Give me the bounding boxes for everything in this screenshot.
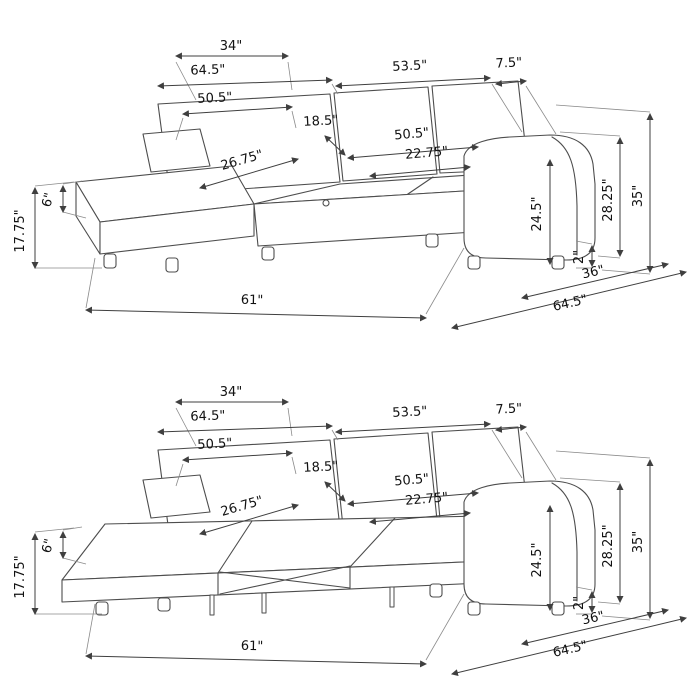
dim-label-61: 61" bbox=[241, 293, 264, 308]
dim-label-22-75: 22.75" bbox=[405, 144, 449, 163]
dim-label-50-5-top: 50.5" bbox=[197, 90, 233, 107]
metal-leg bbox=[389, 586, 395, 608]
dimension-line-36 bbox=[520, 261, 670, 301]
leg bbox=[261, 246, 275, 261]
right-arm-scroll-line bbox=[551, 136, 578, 256]
extension-line bbox=[597, 255, 621, 259]
chaise-front-face bbox=[99, 203, 255, 255]
dimension-line-26-75 bbox=[198, 157, 300, 190]
sofa-legs bbox=[103, 233, 565, 273]
bed-drawing bbox=[61, 426, 596, 616]
dim-label-53-5: 53.5" bbox=[392, 58, 428, 75]
bed-panel-divider bbox=[217, 520, 253, 574]
bed-legs bbox=[95, 583, 565, 616]
leg bbox=[425, 233, 439, 248]
extension-line bbox=[287, 61, 293, 91]
sofa-drawing bbox=[75, 80, 596, 273]
dim-label-17-75: 17.75" bbox=[13, 209, 28, 252]
dim-label-64-5-depth: 64.5" bbox=[552, 292, 589, 314]
extension-line bbox=[175, 117, 184, 141]
seat-divider-line bbox=[404, 176, 434, 197]
leg bbox=[467, 255, 481, 270]
extension-line bbox=[425, 247, 465, 315]
leg bbox=[103, 253, 117, 269]
dimension-line-53-5 bbox=[334, 74, 492, 90]
extension-line bbox=[559, 131, 621, 137]
dimension-line-50-5-seat bbox=[346, 144, 480, 161]
chaise-arm-cushion bbox=[142, 128, 211, 173]
dim-label-24-5: 24.5" bbox=[530, 197, 545, 232]
extension-line bbox=[85, 257, 96, 309]
extension-line bbox=[34, 181, 75, 187]
dim-label-50-5-seat: 50.5" bbox=[394, 126, 430, 144]
metal-leg bbox=[209, 594, 215, 616]
dim-label-7-5: 7.5" bbox=[495, 55, 522, 71]
extension-line bbox=[555, 104, 651, 113]
leg bbox=[95, 601, 109, 616]
view-bed-configuration bbox=[13, 385, 686, 674]
bed-panel-divider bbox=[349, 517, 396, 568]
zipper-pull bbox=[322, 199, 330, 207]
dimension-line-22-75 bbox=[368, 164, 472, 179]
leg bbox=[551, 601, 565, 616]
extension-line bbox=[491, 83, 523, 133]
dim-label-28-25: 28.25" bbox=[601, 178, 616, 221]
dim-label-2: 2" bbox=[572, 250, 587, 264]
dim-label-6: 6" bbox=[40, 191, 58, 209]
leg bbox=[467, 601, 481, 616]
dimension-line-64-5-top bbox=[156, 76, 334, 90]
dimension-line-50-5-top bbox=[181, 103, 294, 118]
leg bbox=[165, 257, 179, 273]
dimension-line-7-5 bbox=[494, 78, 528, 87]
support-brace bbox=[219, 565, 351, 595]
dim-label-35: 35" bbox=[631, 185, 646, 208]
dim-label-34: 34" bbox=[220, 39, 243, 54]
extension-line bbox=[525, 85, 557, 135]
dim-label-36: 36" bbox=[581, 263, 606, 283]
dim-label-64-5-top: 64.5" bbox=[190, 62, 225, 78]
chaise-arm-cushion bbox=[142, 474, 211, 519]
leg bbox=[551, 255, 565, 270]
extension-line bbox=[62, 211, 87, 219]
metal-leg bbox=[261, 592, 267, 614]
leg bbox=[157, 597, 171, 612]
dimension-line-61 bbox=[84, 306, 428, 322]
dimension-line-18-5 bbox=[324, 135, 346, 156]
view-sofa-configuration: 34" 64.5" 50.5" 53.5" 7.5" 18.5" 50.5" 2… bbox=[13, 39, 688, 331]
leg bbox=[429, 583, 443, 598]
right-arm-scroll-line bbox=[551, 482, 578, 602]
extension-line bbox=[575, 240, 593, 245]
dim-label-18-5: 18.5" bbox=[303, 113, 339, 130]
